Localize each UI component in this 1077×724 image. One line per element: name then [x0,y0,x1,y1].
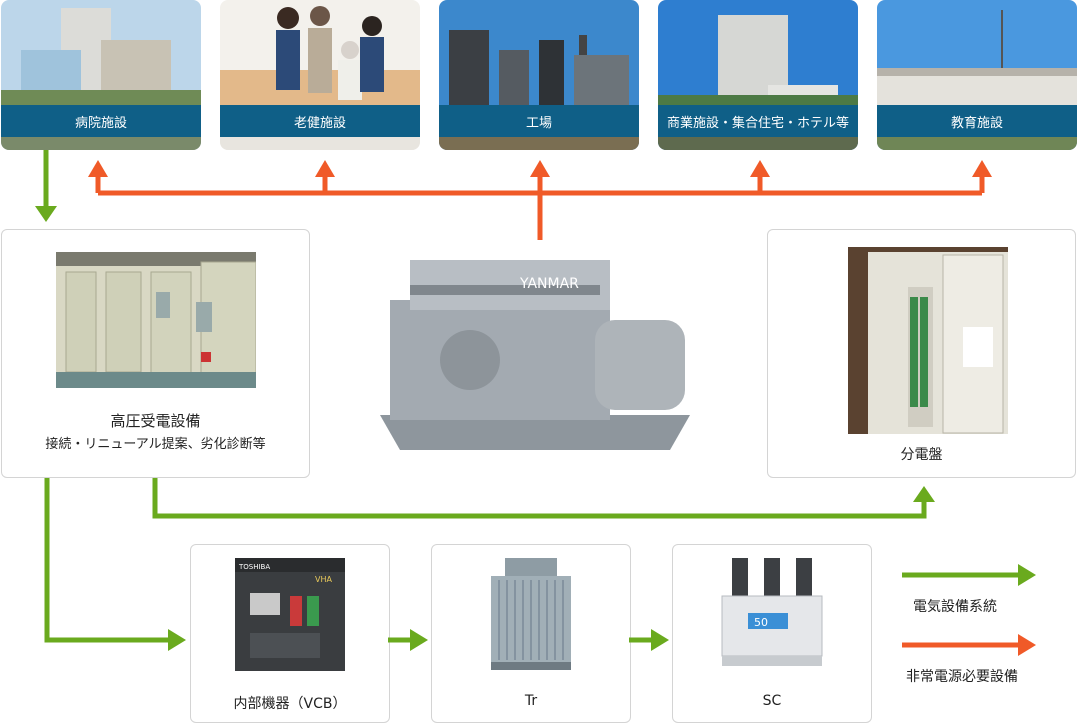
capacitor-label: SC [762,693,782,709]
substation-box: 高圧受電設備 接続・リニューアル提案、劣化診断等 [1,229,310,478]
legend-green-arrow [902,564,1036,586]
capacitor-box: 50 SC [672,544,872,723]
legend-orange-arrow [902,634,1036,656]
transformer-box: Tr [431,544,631,723]
switchgear-photo [56,252,256,388]
arrow-to-capacitor [651,629,669,651]
arrow-to-factory [530,160,550,177]
legend-electrical-label: 電気設備系統 [913,599,997,615]
electrical-system-lines [43,150,927,643]
arrow-to-school [972,160,992,177]
arrow-to-transformer [410,629,428,651]
facility-label: 老健施設 [220,105,420,137]
vcb-label: 内部機器（VCB） [233,696,347,712]
facility-card-factory: 工場 [439,0,639,150]
transformer-label: Tr [524,693,538,709]
vcb-breaker-photo: TOSHIBA VHA [235,558,345,671]
facility-card-school: 教育施設 [877,0,1077,150]
vcb-brand: TOSHIBA [238,563,270,571]
yanmar-generator-photo: YANMAR [380,260,690,450]
substation-title: 高圧受電設備 [110,412,201,430]
facility-card-hospital: 病院施設 [1,0,201,150]
facility-card-commercial: 商業施設・集合住宅・ホテル等 [658,0,858,150]
arrow-to-substation [35,206,57,222]
arrow-to-vcb [168,629,186,651]
capacitor-badge: 50 [754,616,768,629]
arrow-to-hospital [88,160,108,177]
substation-subtitle: 接続・リニューアル提案、劣化診断等 [45,437,266,452]
transformer-photo [491,558,571,670]
vcb-box: TOSHIBA VHA 内部機器（VCB） [190,544,390,723]
facility-label: 病院施設 [1,105,201,137]
vcb-model: VHA [315,575,332,584]
legend-emergency-label: 非常電源必要設備 [906,669,1018,685]
facility-label: 工場 [439,105,639,137]
generator-brand: YANMAR [519,276,579,292]
facility-label: 商業施設・集合住宅・ホテル等 [658,105,858,137]
arrow-to-panel [913,486,935,502]
facility-card-elderly-care: 老健施設 [220,0,420,150]
capacitor-photo: 50 [721,558,823,666]
arrow-to-elderly-care [315,160,335,177]
emergency-supply-lines [95,175,985,240]
facility-label: 教育施設 [877,105,1077,137]
arrow-to-commercial [750,160,770,177]
panel-box: 分電盤 [767,229,1076,478]
distribution-panel-photo [848,247,1008,434]
panel-label: 分電盤 [900,447,943,463]
